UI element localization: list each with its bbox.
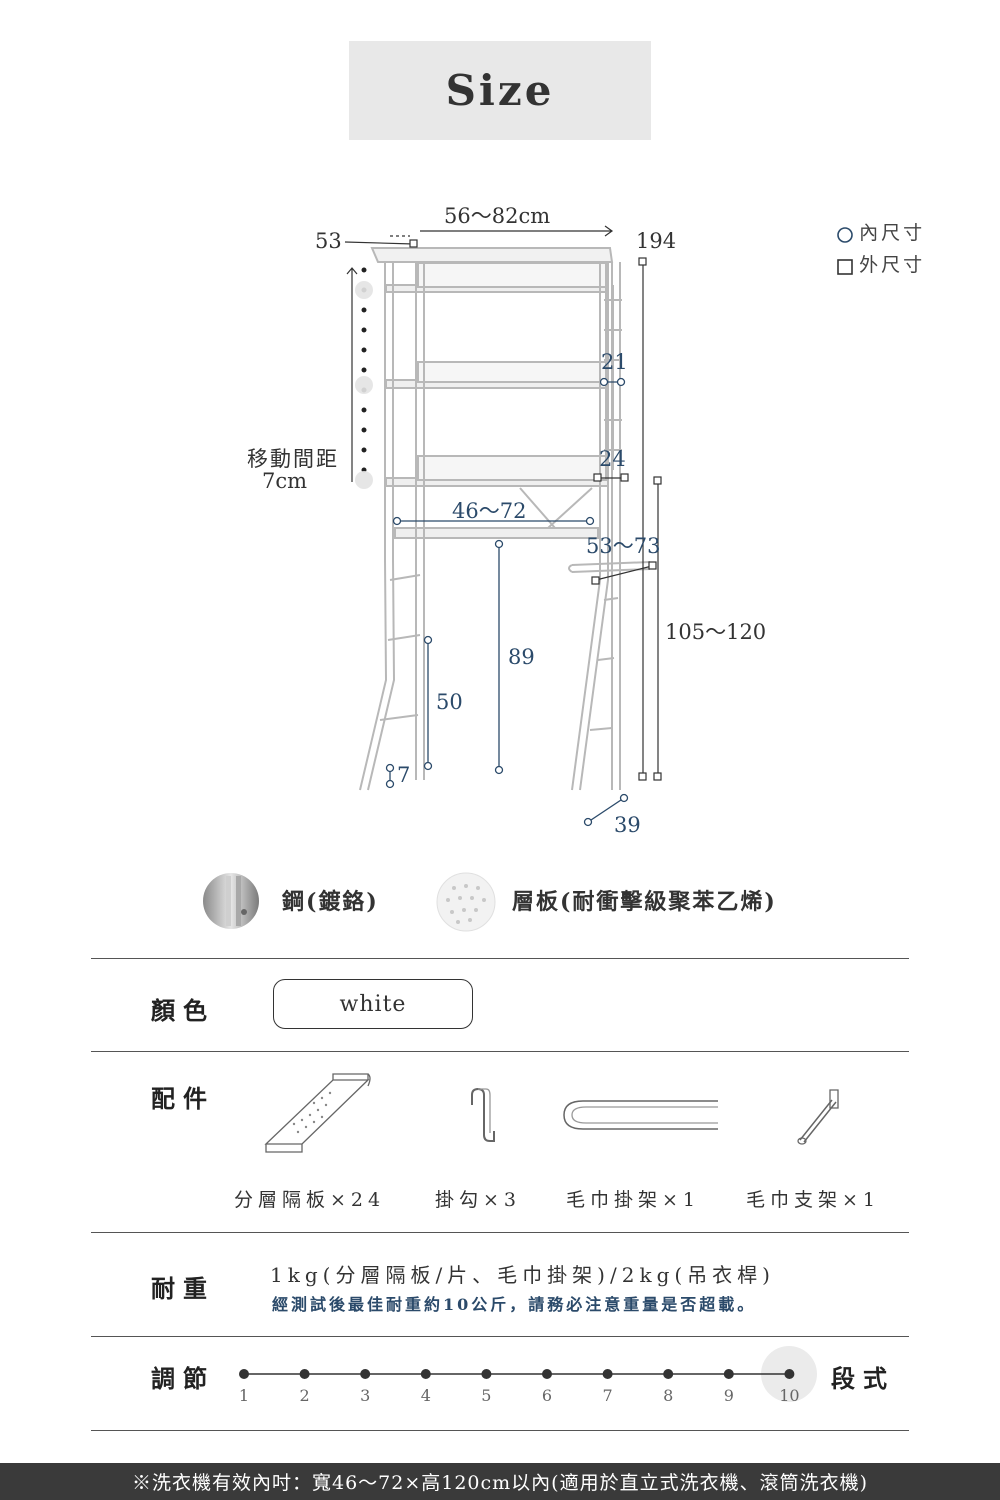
- adjust-step-dot: [360, 1369, 371, 1379]
- depth-top-label: 53: [315, 229, 342, 253]
- adjust-step-dot: [723, 1369, 734, 1379]
- adjust-step-dot: [784, 1369, 795, 1379]
- inner-height-label: 89: [508, 645, 535, 669]
- adjust-step-dot: [239, 1369, 249, 1379]
- color-value-pill: white: [273, 979, 473, 1029]
- height-total-label: 194: [636, 229, 677, 253]
- legend-outer: 外尺寸: [836, 250, 925, 277]
- adjust-step-dot: [481, 1369, 492, 1379]
- adjust-scale: [239, 1346, 817, 1402]
- square-icon: [837, 258, 853, 275]
- towel-holder-icon: [797, 1089, 839, 1145]
- hook-icon: [471, 1087, 495, 1142]
- accessories-row-label: 配件: [151, 1084, 215, 1113]
- adjust-step-dot: [663, 1369, 674, 1379]
- inner-width-label: 46～72: [452, 499, 527, 523]
- adjust-step-dot: [602, 1369, 613, 1379]
- rack-diagram: [344, 225, 662, 827]
- page-title-box: Size: [349, 41, 651, 140]
- footer-bar: ※洗衣機有效內吋：寬46～72×高120cm以內(適用於直立式洗衣機、滾筒洗衣機…: [0, 1463, 1000, 1500]
- divider: [91, 1336, 909, 1337]
- foot-depth-label: 39: [614, 813, 641, 837]
- steel-swatch-icon: [203, 873, 259, 929]
- adjust-step-label: 8: [663, 1386, 674, 1405]
- adjust-step-label: 5: [481, 1386, 492, 1405]
- load-main-text: 1kg(分層隔板/片、毛巾掛架)/2kg(吊衣桿): [270, 1263, 775, 1287]
- adjust-row-label: 調節: [151, 1364, 215, 1393]
- adjust-step-label: 1: [238, 1386, 250, 1405]
- color-value: white: [339, 991, 407, 1017]
- adjust-step-dot: [542, 1369, 552, 1379]
- divider: [91, 1232, 909, 1233]
- legend-inner: 內尺寸: [836, 218, 925, 245]
- divider: [91, 1051, 909, 1052]
- load-note-text: 經測試後最佳耐重約10公斤，請務必注意重量是否超載。: [272, 1295, 757, 1314]
- accessory-caption: 掛勾×3: [435, 1189, 522, 1211]
- adjust-step-label: 3: [360, 1386, 371, 1405]
- towel-width-label: 53～73: [586, 534, 661, 558]
- adjust-unit-label: 段式: [831, 1364, 895, 1393]
- leg-inner-label: 7: [397, 763, 411, 787]
- shelf-gap-value: 7cm: [262, 469, 308, 493]
- legend-inner-label: 內尺寸: [859, 222, 926, 244]
- adjust-step-label: 9: [723, 1386, 734, 1405]
- load-row-label: 耐重: [151, 1274, 215, 1303]
- material-plastic-label: 層板(耐衝擊級聚苯乙烯): [512, 889, 777, 915]
- circle-icon: [837, 226, 853, 243]
- width-range-label: 56～82cm: [444, 204, 551, 228]
- material-steel-label: 鋼(鍍鉻): [282, 889, 379, 915]
- page-title: Size: [445, 66, 555, 115]
- towel-bar-icon: [563, 1100, 718, 1130]
- divider: [91, 1430, 909, 1431]
- leg-height-label: 50: [436, 690, 463, 714]
- color-row-label: 顏色: [151, 996, 215, 1025]
- adjust-step-label: 4: [420, 1386, 431, 1405]
- adjust-step-label: 2: [299, 1386, 310, 1405]
- footer-note: ※洗衣機有效內吋：寬46～72×高120cm以內(適用於直立式洗衣機、滾筒洗衣機…: [131, 1472, 869, 1494]
- adjust-step-label: 7: [602, 1386, 613, 1405]
- adjust-step-dot: [420, 1369, 431, 1379]
- adjust-step-dot: [299, 1369, 310, 1379]
- hook-spacing-label: 21: [601, 350, 628, 374]
- shelf-gap-label: 移動間距: [247, 447, 339, 471]
- shelf-depth-label: 24: [599, 447, 626, 471]
- divider-shelf-icon: [264, 1073, 371, 1153]
- accessory-caption: 分層隔板×24: [234, 1189, 386, 1211]
- legend-outer-label: 外尺寸: [859, 254, 926, 276]
- accessory-caption: 毛巾掛架×1: [566, 1189, 701, 1211]
- adjust-step-label: 10: [779, 1386, 800, 1405]
- adjust-height-label: 105～120: [665, 620, 767, 644]
- divider: [91, 958, 909, 959]
- accessory-caption: 毛巾支架×1: [746, 1189, 881, 1211]
- plastic-swatch-icon: [436, 872, 496, 932]
- adjust-step-label: 6: [541, 1386, 553, 1405]
